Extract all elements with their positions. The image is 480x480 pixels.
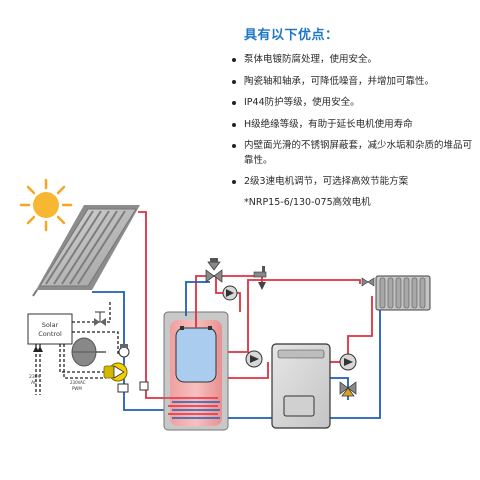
safety-valve-icon — [94, 311, 106, 326]
heating-pump-icon — [245, 350, 263, 368]
feature-item: IP44防护等级，使用安全。 — [232, 96, 476, 111]
tank-heat-exchanger-coil — [164, 397, 220, 419]
solar-controller: Solar Control — [27, 313, 73, 345]
mixing-valve-radiator-icon — [339, 381, 357, 397]
boiler-unit — [271, 343, 331, 429]
sun-icon — [19, 178, 73, 232]
radiator-valve-icon — [361, 277, 375, 287]
feature-items: 泵体电镀防腐处理，使用安全。 陶瓷轴和轴承，可降低噪音，并增加可靠性。 IP44… — [232, 53, 476, 190]
voltage-label-line1: 230V — [29, 374, 42, 380]
controller-label-control: Control — [38, 330, 62, 338]
feature-item: 泵体电镀防腐处理，使用安全。 — [232, 53, 476, 68]
feature-list: 具有以下优点： 泵体电镀防腐处理，使用安全。 陶瓷轴和轴承，可降低噪音，并增加可… — [232, 24, 476, 208]
feature-list-title: 具有以下优点： — [244, 28, 339, 43]
expansion-vessel — [71, 337, 106, 367]
hot-water-storage-tank — [163, 311, 229, 431]
flow-sensor-icon — [117, 381, 149, 393]
faucet-icon — [253, 266, 267, 290]
dhw-recirculation-pump-icon — [222, 285, 238, 301]
feature-item: 2级3速电机调节，可选择高效节能方案 — [232, 175, 476, 190]
mixing-valve-top-icon — [205, 258, 223, 283]
solar-collector — [32, 205, 140, 297]
solar-circulation-pump-icon — [103, 362, 128, 382]
voltage-label-line2: AC — [31, 380, 37, 386]
motor-model-note: *NRP15-6/130-075高效电机 — [244, 196, 371, 208]
pressure-gauge-icon — [118, 344, 130, 358]
radiator — [375, 275, 431, 311]
controller-label-solar: Solar — [42, 321, 59, 329]
pump-signal-label-line1: 230VAC — [70, 380, 86, 385]
radiator-circuit-pump-icon — [339, 353, 357, 371]
feature-item: 陶瓷轴和轴承，可降低噪音，并增加可靠性。 — [232, 75, 476, 90]
feature-item: 内壁面光滑的不锈钢屏蔽套，减少水垢和杂质的堆品可靠性。 — [232, 139, 476, 168]
control-wiring — [35, 300, 119, 395]
feature-item: H级绝缘等级，有助于延长电机使用寿命 — [232, 118, 476, 133]
pump-signal-label-line2: PWM — [72, 386, 82, 391]
